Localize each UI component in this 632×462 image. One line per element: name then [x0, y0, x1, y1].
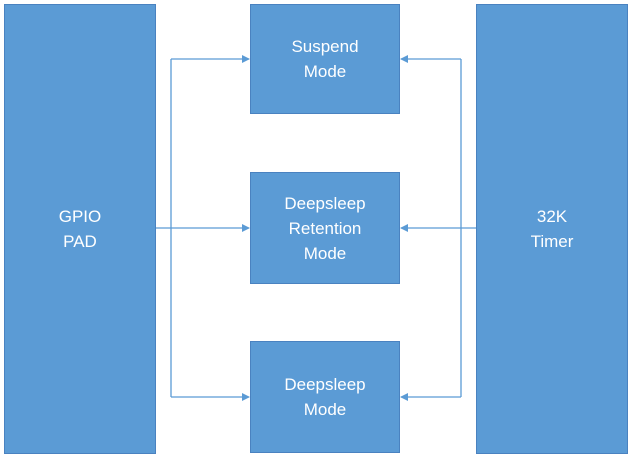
deepsleep-retention-mode-label: Deepsleep Retention Mode	[284, 193, 366, 263]
gpio-pad-block: GPIO PAD	[4, 4, 156, 454]
suspend-mode-label: Suspend Mode	[291, 37, 359, 81]
timer-32k-label: 32K Timer	[530, 207, 574, 251]
deepsleep-mode-label: Deepsleep Mode	[284, 375, 366, 419]
timer-32k-block: 32K Timer	[476, 4, 628, 454]
deepsleep-mode-block: Deepsleep Mode	[250, 341, 400, 453]
gpio-pad-label: GPIO PAD	[58, 207, 102, 251]
suspend-mode-block: Suspend Mode	[250, 4, 400, 114]
deepsleep-retention-mode-block: Deepsleep Retention Mode	[250, 172, 400, 284]
